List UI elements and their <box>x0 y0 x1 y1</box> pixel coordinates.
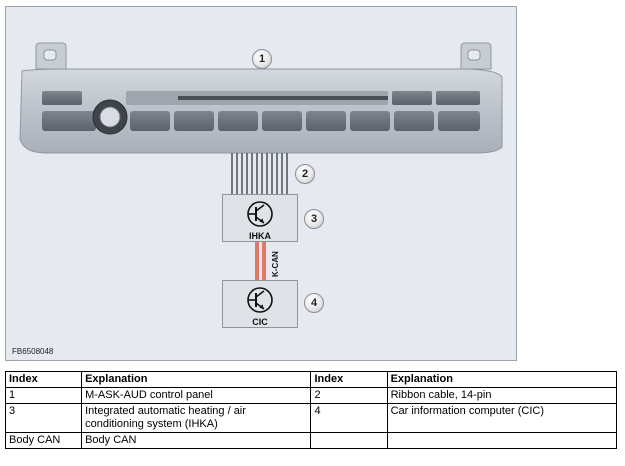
cell-explanation: Car information computer (CIC) <box>386 403 618 433</box>
callout-2: 2 <box>295 164 315 184</box>
figure-id: FB6508048 <box>12 347 54 356</box>
cell-explanation: M-ASK-AUD control panel <box>81 387 312 404</box>
transistor-icon <box>247 287 273 313</box>
cell-index <box>310 432 388 449</box>
cell-explanation: Body CAN <box>81 432 312 449</box>
header-explanation: Explanation <box>81 371 312 388</box>
ribbon-cable <box>231 153 288 199</box>
table-row: Body CAN Body CAN <box>4 432 618 449</box>
diagram-figure: IHKA CIC K-CAN 1 2 3 4 FB6508048 <box>5 6 517 361</box>
legend-table: Index Explanation Index Explanation 1 M-… <box>4 371 618 449</box>
header-index: Index <box>310 371 388 388</box>
cell-index: 2 <box>310 387 388 404</box>
callout-1: 1 <box>252 49 272 69</box>
table-row: 1 M-ASK-AUD control panel 2 Ribbon cable… <box>4 387 618 404</box>
k-can-label: K-CAN <box>271 251 280 277</box>
header-index: Index <box>4 371 83 388</box>
cell-index: Body CAN <box>4 432 83 449</box>
ihka-module: IHKA <box>222 194 298 242</box>
callout-3: 3 <box>304 209 324 229</box>
cell-explanation: Integrated automatic heating / air condi… <box>81 403 312 433</box>
cell-explanation: Ribbon cable, 14-pin <box>386 387 618 404</box>
header-explanation: Explanation <box>386 371 618 388</box>
cell-index: 3 <box>4 403 83 433</box>
control-panel <box>19 42 503 154</box>
cell-index: 1 <box>4 387 83 404</box>
diagram-drawing <box>19 42 503 282</box>
transistor-icon <box>247 201 273 227</box>
table-row: 3 Integrated automatic heating / air con… <box>4 403 618 433</box>
ihka-label: IHKA <box>249 231 271 241</box>
cell-explanation <box>386 432 618 449</box>
legend-header-row: Index Explanation Index Explanation <box>4 371 618 388</box>
callout-4: 4 <box>304 293 324 313</box>
k-can-bus <box>255 242 266 282</box>
cic-module: CIC <box>222 280 298 328</box>
cell-index: 4 <box>310 403 388 433</box>
cic-label: CIC <box>252 317 268 327</box>
